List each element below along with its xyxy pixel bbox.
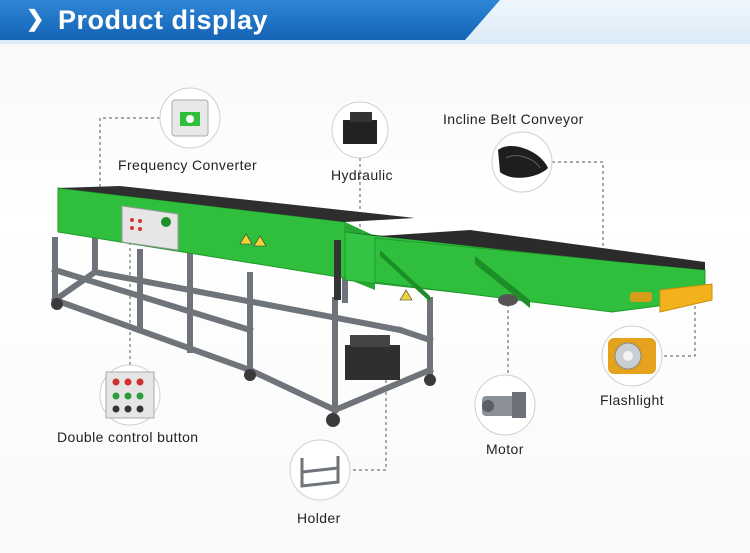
motor-graphic: [498, 294, 518, 306]
label-double-control-button: Double control button: [57, 429, 199, 445]
frequency-converter-inset: [159, 87, 221, 149]
label-holder: Holder: [297, 510, 341, 526]
yellow-bumper: [659, 283, 713, 313]
holder-inset: [289, 439, 351, 501]
label-motor: Motor: [486, 441, 524, 457]
warning-labels: [239, 233, 413, 301]
double-control-button-inset: [99, 364, 161, 426]
wheels: [51, 298, 436, 427]
motor-inset: [474, 374, 536, 436]
end-light: [630, 292, 652, 302]
label-frequency-converter: Frequency Converter: [118, 157, 258, 173]
leader-frequency: [99, 117, 160, 190]
stage2-belt: [380, 230, 705, 270]
hydraulic-inset: [331, 101, 389, 159]
page-title: Product display: [58, 5, 269, 35]
control-buttons-graphic: [130, 218, 142, 231]
fixed-belt: [58, 186, 415, 222]
pump-unit: [345, 335, 400, 380]
label-hydraulic: Hydraulic: [331, 167, 393, 183]
leader-incline: [552, 161, 604, 265]
label-flashlight: Flashlight: [600, 392, 664, 408]
control-knob: [161, 217, 171, 227]
stage-edge-2: [380, 250, 430, 302]
leader-holder: [346, 380, 387, 471]
label-incline-belt-conveyor: Incline Belt Conveyor: [443, 111, 584, 127]
control-box: [121, 205, 179, 251]
hydraulic-cylinder: [334, 240, 341, 300]
banner: [0, 0, 500, 40]
stage-edge: [475, 256, 530, 308]
incline-belt-inset: [491, 131, 553, 193]
chevron-right-icon: ❯: [26, 6, 45, 31]
flashlight-inset: [601, 325, 663, 387]
